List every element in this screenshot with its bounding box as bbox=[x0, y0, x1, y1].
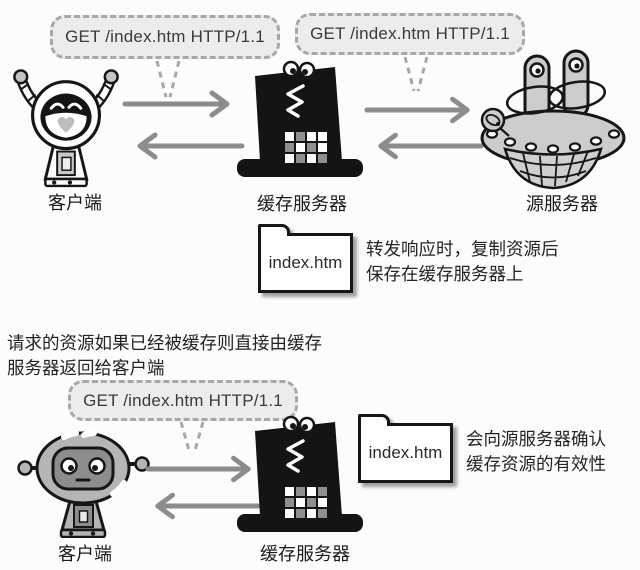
bubble-tail-icon bbox=[403, 56, 429, 92]
cache-server-label-top: 缓存服务器 bbox=[257, 194, 347, 214]
validity-note: 会向源服务器确认 缓存资源的有效性 bbox=[466, 429, 606, 474]
client-robot-icon bbox=[17, 430, 150, 538]
speech-bubble-top-right: GET /index.htm HTTP/1.1 bbox=[295, 13, 525, 55]
arrow-left-icon bbox=[378, 132, 484, 160]
cached-note: 请求的资源如果已经被缓存则直接由缓存 服务器返回给客户端 bbox=[7, 333, 322, 378]
origin-server-icon bbox=[480, 49, 626, 190]
cache-server-icon bbox=[237, 415, 363, 532]
request-text: GET /index.htm HTTP/1.1 bbox=[310, 24, 510, 43]
client-label-top: 客户端 bbox=[48, 193, 102, 213]
arrow-left-icon bbox=[137, 132, 245, 160]
arrow-right-icon bbox=[122, 90, 230, 118]
speech-bubble-top-left: GET /index.htm HTTP/1.1 bbox=[50, 15, 280, 59]
arrow-left-icon bbox=[155, 492, 261, 520]
request-text: GET /index.htm HTTP/1.1 bbox=[83, 390, 283, 410]
arrow-right-icon bbox=[145, 455, 251, 483]
copy-note: 转发响应时，复制资源后 保存在缓存服务器上 bbox=[366, 239, 559, 284]
bubble-tail-icon bbox=[179, 421, 205, 455]
cache-server-label-bottom: 缓存服务器 bbox=[260, 544, 350, 564]
folder-filename: index.htm bbox=[368, 443, 443, 462]
folder-filename: index.htm bbox=[268, 253, 343, 272]
request-text: GET /index.htm HTTP/1.1 bbox=[65, 27, 265, 46]
folder-icon: index.htm bbox=[258, 224, 353, 293]
client-robot-icon bbox=[13, 69, 119, 188]
cache-server-icon bbox=[237, 60, 363, 177]
folder-icon: index.htm bbox=[358, 414, 453, 483]
origin-server-label: 源服务器 bbox=[526, 194, 598, 214]
speech-bubble-bottom: GET /index.htm HTTP/1.1 bbox=[68, 380, 298, 421]
client-label-bottom: 客户端 bbox=[58, 544, 112, 564]
arrow-right-icon bbox=[364, 96, 470, 124]
